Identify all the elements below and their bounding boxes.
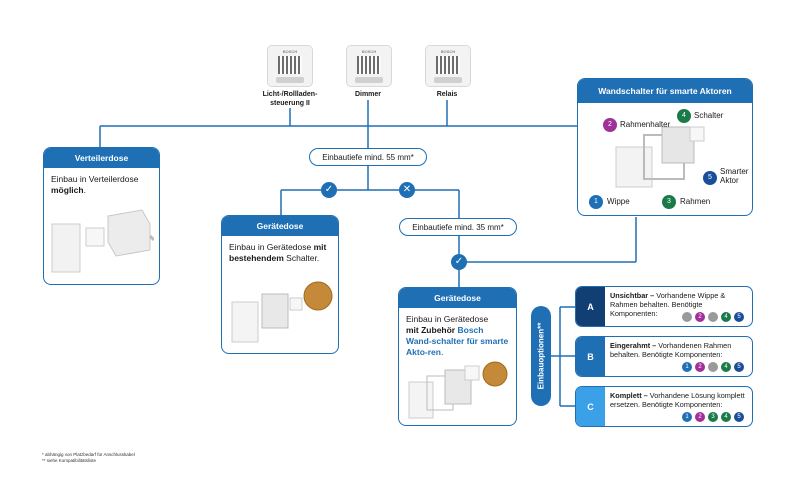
- component-dot: 5: [734, 412, 744, 422]
- part-2-badge: 2: [603, 118, 617, 132]
- verteilerdose-illustration: [51, 209, 154, 273]
- geraetedose-card-2: Gerätedose Einbau in Gerätedose mit Zube…: [398, 287, 517, 426]
- option-a: A Unsichtbar – Vorhandene Wippe & Rahmen…: [575, 286, 753, 327]
- part-2-label: Rahmenhalter: [620, 120, 671, 129]
- wandschalter-illustration: [615, 126, 705, 188]
- part-4-label: Schalter: [694, 111, 724, 120]
- component-dot: 3: [708, 412, 718, 422]
- component-dot: [708, 312, 718, 322]
- licht-rollladen-device-image: BOSCH: [267, 45, 313, 87]
- component-dot: 1: [682, 362, 692, 372]
- component-dot: 1: [682, 412, 692, 422]
- wandschalter-card: Wandschalter für smarte Aktoren 2 Rahmen…: [577, 78, 753, 216]
- depth-35-pill: Einbautiefe mind. 35 mm*: [399, 218, 517, 236]
- depth-55-pill: Einbautiefe mind. 55 mm*: [309, 148, 427, 166]
- footnote-2: ** siehe Kompatibilitätsliste: [42, 458, 97, 463]
- component-dot: 5: [734, 312, 744, 322]
- component-dot: 2: [695, 312, 705, 322]
- dimmer-device-image: BOSCH: [346, 45, 392, 87]
- device-label-relais: Relais: [436, 91, 458, 98]
- cross-icon: ✕: [399, 182, 415, 198]
- check-icon: ✓: [321, 182, 337, 198]
- component-dot: 2: [695, 412, 705, 422]
- component-dot: 5: [734, 362, 744, 372]
- wandschalter-title: Wandschalter für smarte Aktoren: [578, 79, 752, 103]
- option-c-letter: C: [576, 387, 605, 426]
- geraetedose-illustration-2: [408, 361, 508, 419]
- option-c-components: 1 2 3 4 5: [682, 412, 744, 422]
- part-3-label: Rahmen: [680, 197, 711, 206]
- part-1-badge: 1: [589, 195, 603, 209]
- part-1-label: Wippe: [607, 197, 630, 206]
- footnote-1: * abhängig von Platzbedarf für Anschluss…: [42, 452, 135, 457]
- part-4-badge: 4: [677, 109, 691, 123]
- geraetedose-title-2: Gerätedose: [399, 288, 516, 308]
- geraetedose-title-1: Gerätedose: [222, 216, 338, 236]
- component-dot: [682, 312, 692, 322]
- component-dot: 2: [695, 362, 705, 372]
- option-a-components: 2 4 5: [682, 312, 744, 322]
- option-c: C Komplett – Vorhandene Lösung komplett …: [575, 386, 753, 427]
- verteilerdose-card: Verteilerdose Einbau in Verteilerdose mö…: [43, 147, 160, 285]
- option-a-letter: A: [576, 287, 605, 326]
- device-label-licht: Licht-/Rollladen- steuerung II: [262, 91, 318, 107]
- option-b-letter: B: [576, 337, 605, 376]
- geraetedose-illustration-1: [231, 281, 333, 343]
- option-b-components: 1 2 4 5: [682, 362, 744, 372]
- relais-device-image: BOSCH: [425, 45, 471, 87]
- einbauoptionen-tab: Einbauoptionen**: [531, 306, 551, 406]
- part-5-badge: 5: [703, 171, 717, 185]
- option-b: B Eingerahmt – Vorhandenen Rahmen behalt…: [575, 336, 753, 377]
- verteilerdose-title: Verteilerdose: [44, 148, 159, 168]
- component-dot: 4: [721, 412, 731, 422]
- component-dot: [708, 362, 718, 372]
- check-icon: ✓: [451, 254, 467, 270]
- part-5-label: Smarter Aktor: [720, 167, 749, 185]
- component-dot: 4: [721, 362, 731, 372]
- part-3-badge: 3: [662, 195, 676, 209]
- component-dot: 4: [721, 312, 731, 322]
- device-label-dimmer: Dimmer: [354, 91, 382, 98]
- verteilerdose-bold: möglich: [51, 185, 84, 195]
- geraetedose-card-1: Gerätedose Einbau in Gerätedose mit best…: [221, 215, 339, 354]
- verteilerdose-text: Einbau in Verteilerdose: [51, 174, 139, 184]
